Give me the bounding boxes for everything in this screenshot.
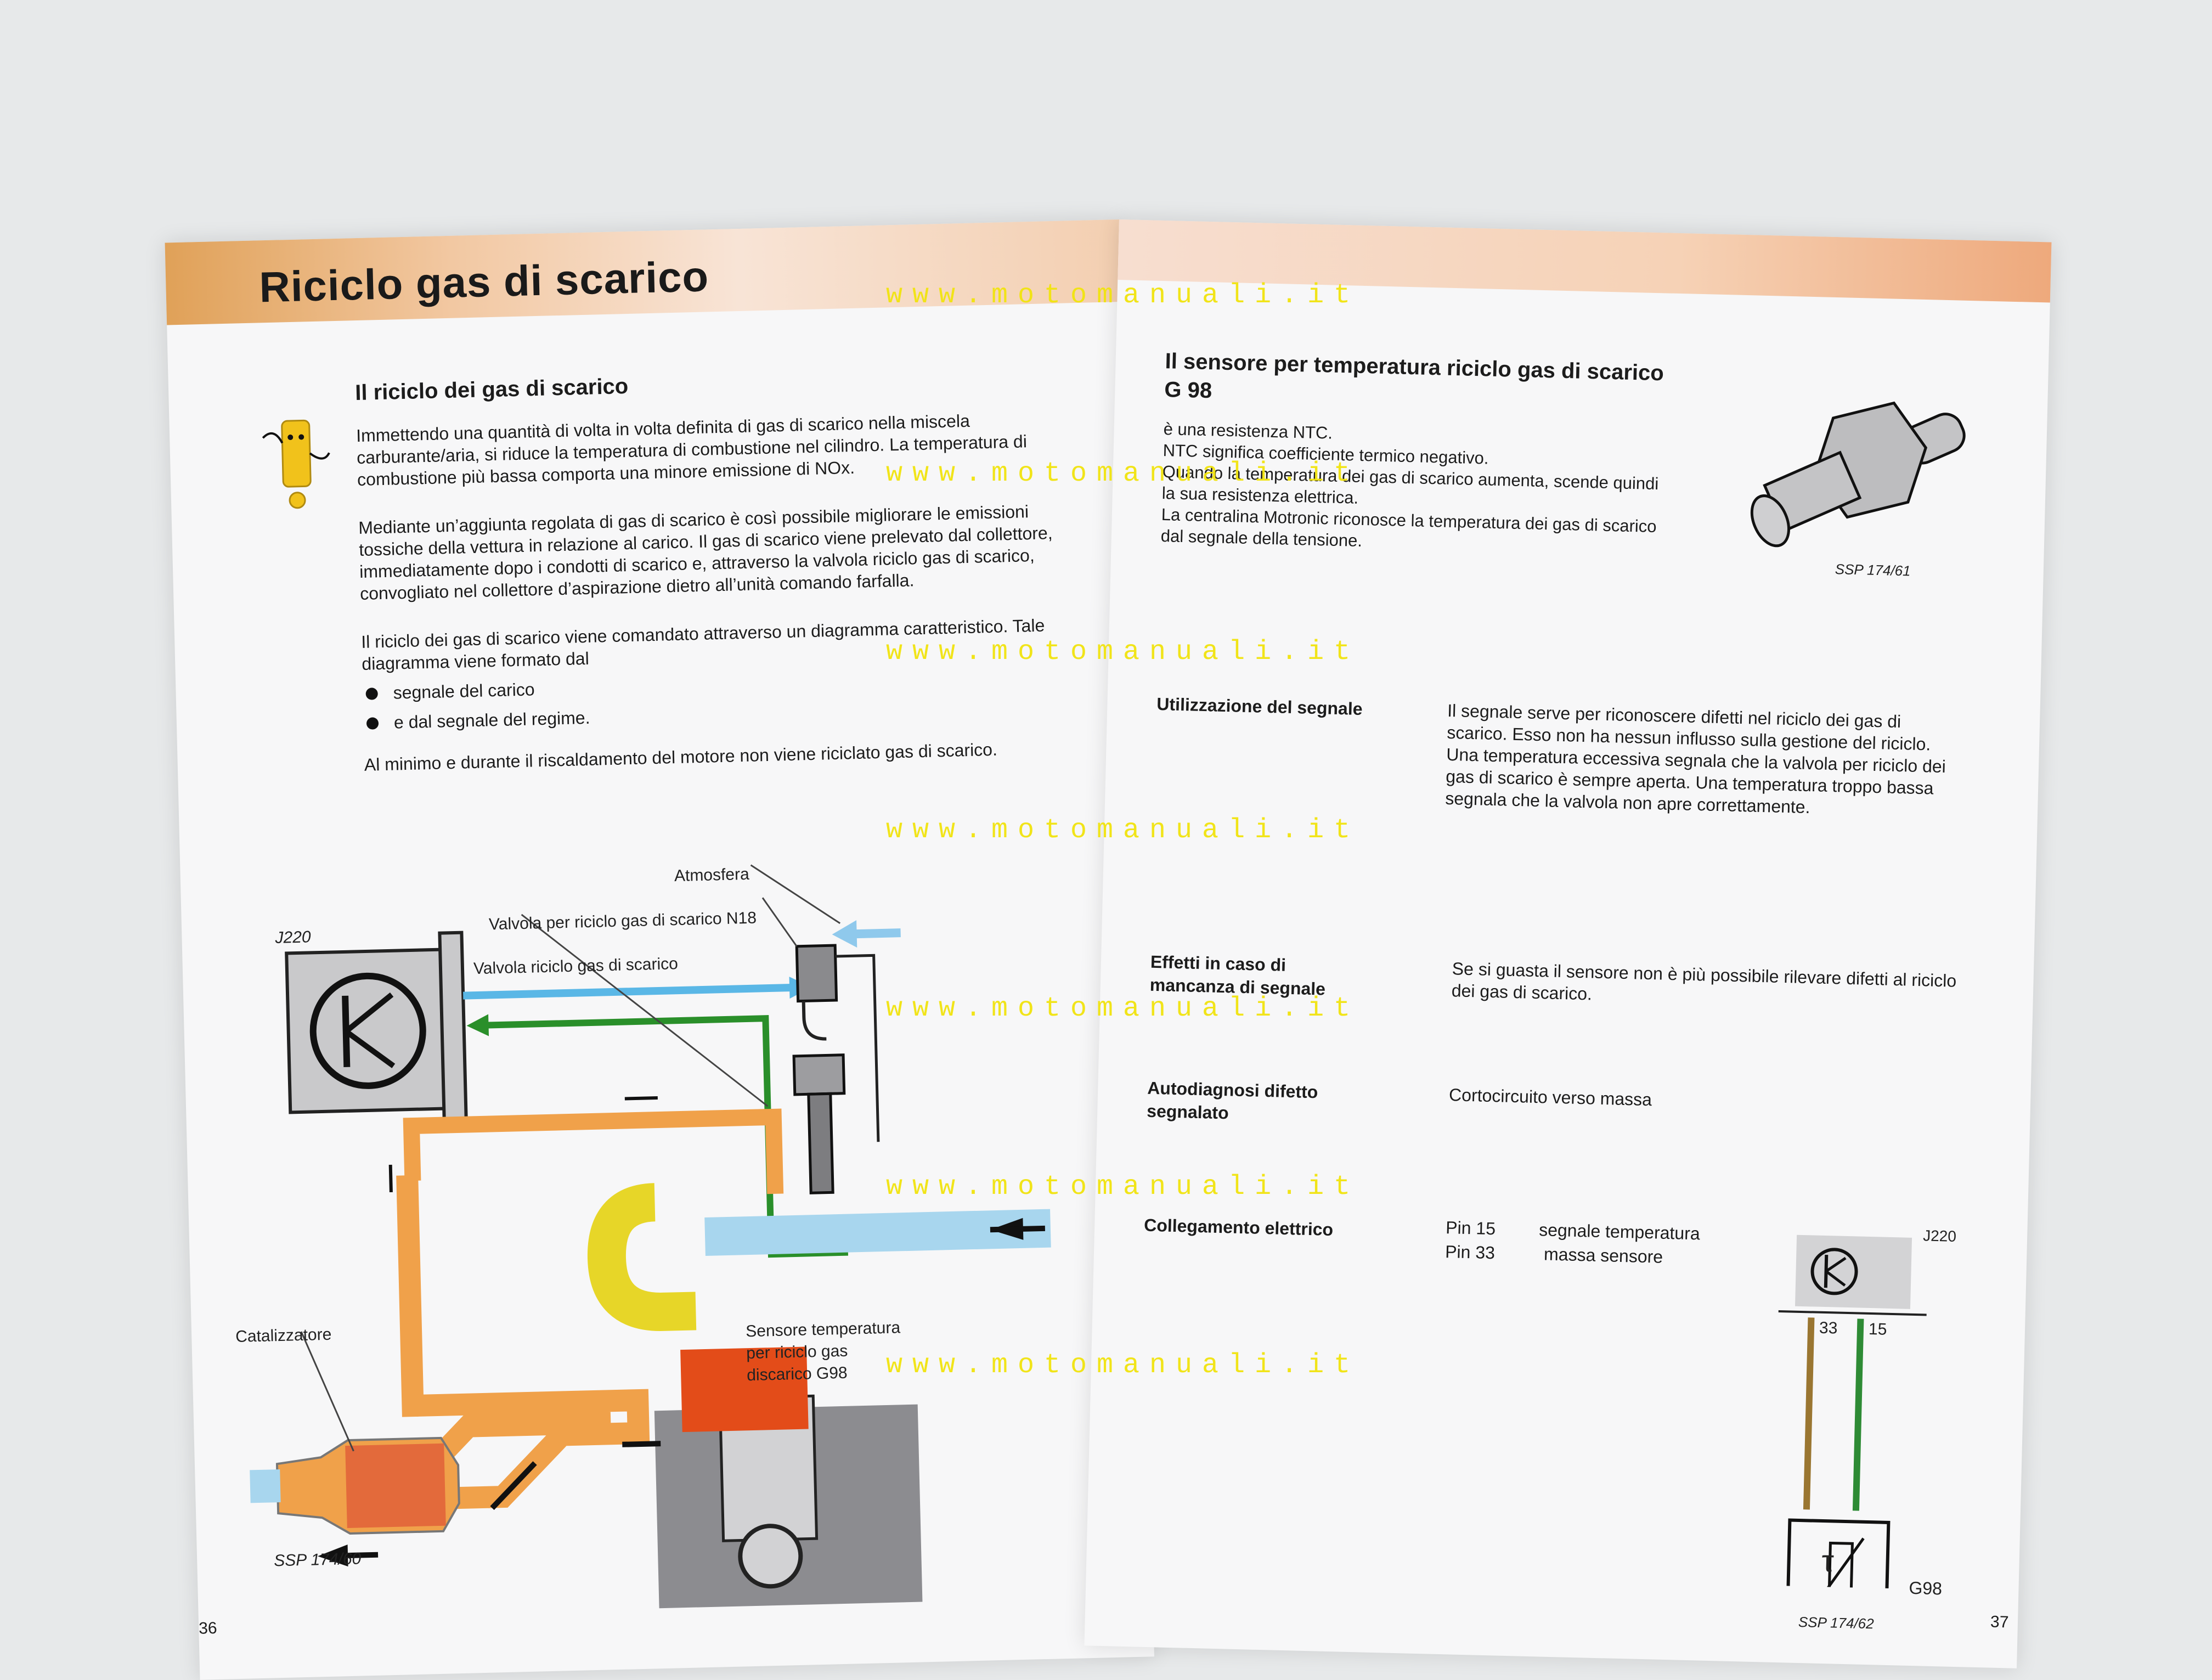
section-title: Il sensore per temperatura riciclo gas d… — [1164, 349, 1664, 403]
ntc-sensor-illustration — [1750, 401, 1966, 548]
wiring-label-pin15: 15 — [1868, 1320, 1887, 1339]
wiring-label-j220: J220 — [1922, 1227, 1957, 1245]
page-number: 36 — [198, 1619, 218, 1638]
wiring-label-pin33: 33 — [1819, 1318, 1838, 1338]
intake-manifold — [704, 1209, 1051, 1256]
watermark: www.motomanuali.it — [886, 458, 1361, 489]
wiring-ssp: SSP 174/62 — [1798, 1614, 1875, 1632]
bullet-list: segnale del carico e dal segnale del reg… — [362, 665, 1076, 734]
label-catalizzatore: Catalizzatore — [235, 1325, 332, 1346]
egr-valve-n18 — [792, 944, 880, 1194]
right-page: Il sensore per temperatura riciclo gas d… — [1084, 219, 2052, 1668]
wiring-label-tau: τ — [1821, 1543, 1835, 1578]
paragraph-4: Al minimo e durante il riscaldamento del… — [364, 739, 998, 775]
watermark: www.motomanuali.it — [886, 636, 1361, 668]
wiring-label-g98: G98 — [1909, 1577, 1943, 1599]
row-label-collegamento: Collegamento elettrico — [1143, 1215, 1334, 1240]
wiring-diagram — [1778, 1234, 1927, 1591]
row-text-utilizzazione: Il segnale serve per riconoscere difetti… — [1444, 700, 1946, 818]
page-number: 37 — [1990, 1613, 2009, 1632]
watermark: www.motomanuali.it — [886, 1350, 1361, 1381]
watermark: www.motomanuali.it — [886, 1171, 1361, 1203]
row-label-autodiagnosi: Autodiagnosi difetto segnalato — [1146, 1078, 1318, 1123]
exclamation-mascot-icon — [262, 419, 330, 509]
watermark: www.motomanuali.it — [886, 993, 1361, 1024]
control-unit-j220 — [285, 931, 468, 1121]
watermark: www.motomanuali.it — [886, 280, 1361, 311]
egr-system-diagram — [250, 864, 1051, 1609]
section-title: Il riciclo dei gas di scarico — [354, 374, 629, 405]
row-text-effetti: Se si guasta il sensore non è più possib… — [1451, 959, 1957, 1004]
sensor-ssp: SSP 174/61 — [1835, 561, 1911, 579]
label-sensore: Sensore temperatura per riciclo gas disc… — [745, 1318, 901, 1385]
catalyst — [250, 1436, 460, 1535]
left-page: Riciclo gas di scarico Il riciclo dei ga… — [165, 219, 1155, 1680]
label-atmosfera: Atmosfera — [674, 865, 750, 886]
ssp-reference: SSP 174/60 — [273, 1549, 362, 1570]
watermark: www.motomanuali.it — [886, 815, 1361, 846]
label-j220: J220 — [275, 928, 311, 947]
paragraph-2: Mediante un’aggiunta regolata di gas di … — [358, 501, 1053, 604]
exhaust-recirculation-pipe — [403, 1108, 784, 1194]
control-signal-line — [463, 983, 793, 1000]
row-label-utilizzazione: Utilizzazione del segnale — [1156, 694, 1363, 719]
row-text-autodiagnosi: Cortocircuito verso massa — [1448, 1085, 1652, 1110]
